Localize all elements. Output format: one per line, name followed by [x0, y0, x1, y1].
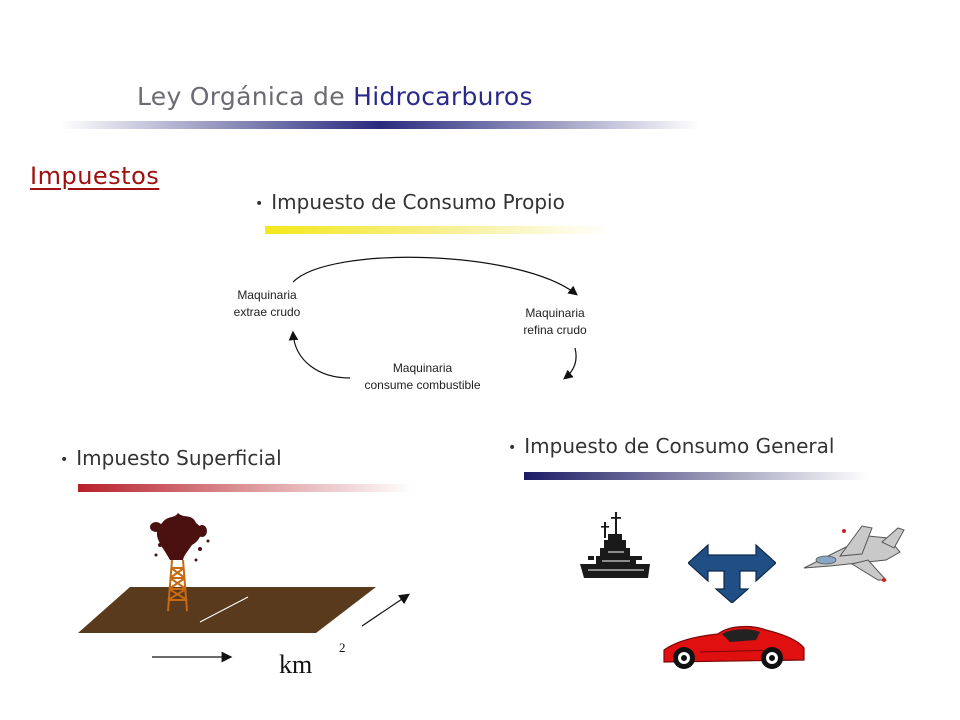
arrow-refina-to-consume — [563, 347, 577, 380]
navy-gradient-bar — [524, 472, 869, 480]
section-heading: Impuestos — [30, 162, 160, 190]
arrow-consume-to-extrae — [288, 330, 351, 379]
area-unit-base: km — [279, 650, 313, 679]
bullet-dot: • — [255, 195, 264, 212]
label-extrae-crudo: Maquinaria extrae crudo — [233, 288, 301, 319]
jet-fighter-icon — [803, 525, 905, 582]
oil-gusher-icon — [150, 513, 210, 562]
bullet-consumo-propio: • Impuesto de Consumo Propio — [255, 190, 565, 214]
oil-field-illustration — [78, 513, 410, 663]
sports-car-icon — [663, 625, 805, 669]
yellow-gradient-bar — [265, 226, 610, 234]
bullet-dot: • — [60, 451, 69, 468]
arrow-extrae-to-refina — [292, 256, 578, 296]
bullet-dot: • — [508, 439, 517, 456]
ground-plane-icon — [78, 587, 376, 633]
slide-title: Ley Orgánica de Hidrocarburos — [137, 82, 533, 111]
area-unit-exponent: 2 — [339, 640, 346, 655]
oil-derrick-icon — [167, 559, 188, 612]
slide-title-accent: Hidrocarburos — [353, 82, 533, 111]
red-gradient-bar — [78, 484, 413, 492]
slide-title-prefix: Ley Orgánica de — [137, 82, 354, 111]
bullet-superficial-text: Impuesto Superficial — [76, 446, 282, 470]
battleship-icon — [580, 512, 650, 578]
bullet-consumo-general: • Impuesto de Consumo General — [508, 434, 834, 458]
title-underline-bar — [60, 121, 700, 129]
depth-arrow — [361, 593, 410, 627]
label-refina-crudo: Maquinaria refina crudo — [523, 306, 587, 337]
bullet-superficial: • Impuesto Superficial — [60, 446, 282, 470]
label-consume-combustible: Maquinaria consume combustible — [364, 361, 481, 392]
bullet-consumo-general-text: Impuesto de Consumo General — [524, 434, 835, 458]
t-arrow-icon — [688, 543, 776, 603]
bullet-consumo-propio-text: Impuesto de Consumo Propio — [271, 190, 565, 214]
